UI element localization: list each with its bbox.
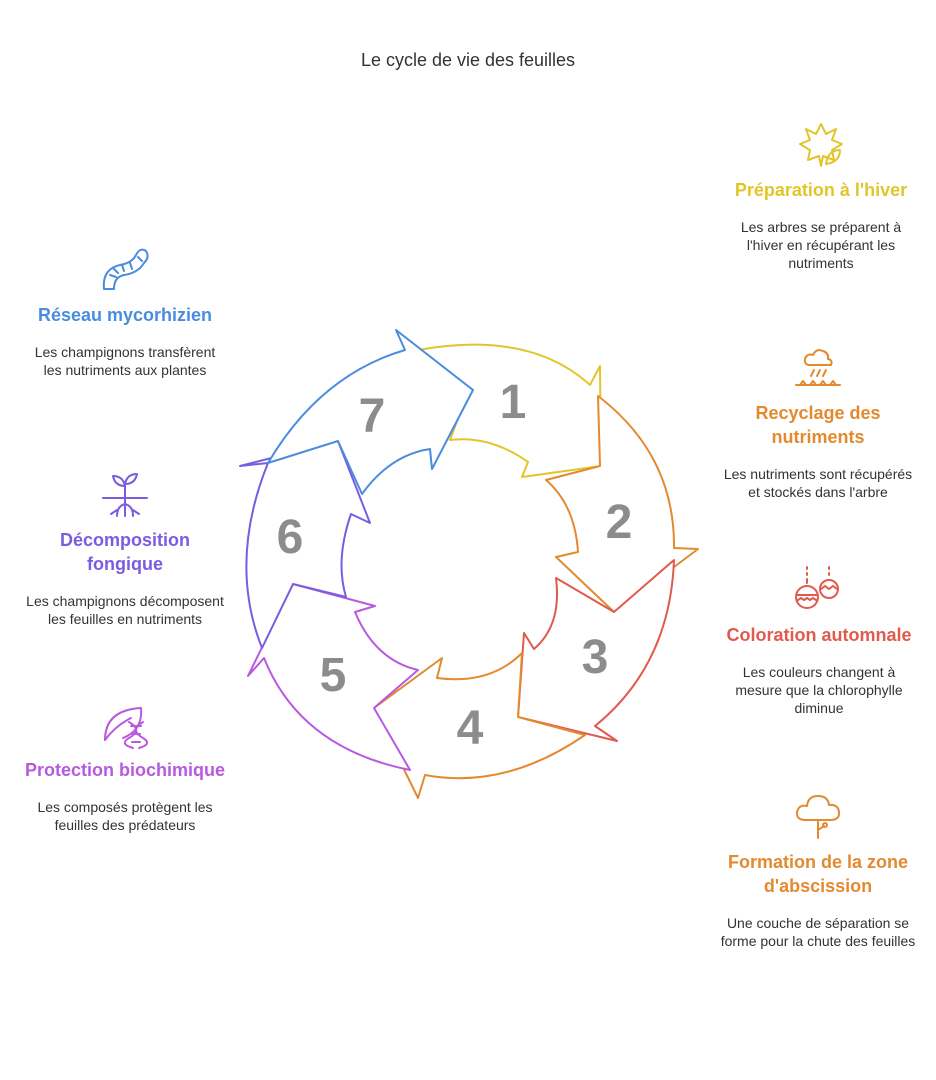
cycle-segment-7 bbox=[267, 329, 474, 495]
step-2-heading: Recyclage des nutriments bbox=[755, 403, 881, 447]
step-7-description: Les champignons transfèrent les nutrimen… bbox=[34, 344, 216, 378]
step-1: Préparation à l'hiver Les arbres se prép… bbox=[721, 120, 921, 272]
tree-icon bbox=[795, 795, 841, 839]
cycle-segment-2 bbox=[545, 395, 699, 613]
step-7-heading: Réseau mycorhizien bbox=[37, 305, 213, 325]
step-5-description: Les composés protègent les feuilles des … bbox=[37, 799, 213, 833]
step-5-heading: Protection biochimique bbox=[25, 760, 226, 780]
step-5: Protection biochimique Les composés prot… bbox=[25, 700, 225, 834]
cycle-segment-5 bbox=[247, 583, 419, 771]
ornaments-icon bbox=[795, 566, 839, 609]
maple-leaf-icon bbox=[799, 123, 843, 167]
step-2-description: Les nutriments sont récupérés et stockés… bbox=[723, 466, 913, 500]
step-number-4: 4 bbox=[457, 702, 484, 755]
step-6-description: Les champignons décomposent les feuilles… bbox=[26, 593, 224, 627]
cloud-rain-ground-icon bbox=[795, 349, 841, 386]
step-1-description: Les arbres se préparent à l'hiver en réc… bbox=[740, 219, 902, 271]
step-3: Coloration automnale Les couleurs change… bbox=[719, 565, 919, 717]
step-4: Formation de la zone d'abscission Une co… bbox=[718, 790, 918, 950]
step-1-heading: Préparation à l'hiver bbox=[734, 180, 908, 200]
step-3-description: Les couleurs changent à mesure que la ch… bbox=[735, 664, 903, 716]
step-6-heading: Décomposition fongique bbox=[59, 530, 190, 574]
step-6: Décomposition fongique Les champignons d… bbox=[25, 470, 225, 628]
step-number-3: 3 bbox=[582, 631, 609, 684]
step-4-description: Une couche de séparation se forme pour l… bbox=[720, 915, 916, 949]
cycle-segment-3 bbox=[517, 559, 675, 742]
cycle-segment-6 bbox=[239, 440, 371, 649]
step-number-6: 6 bbox=[277, 511, 304, 564]
step-3-heading: Coloration automnale bbox=[726, 625, 912, 645]
step-number-1: 1 bbox=[500, 376, 527, 429]
step-number-5: 5 bbox=[320, 649, 347, 702]
sprout-roots-icon bbox=[102, 473, 148, 517]
step-number-7: 7 bbox=[359, 390, 386, 443]
step-number-2: 2 bbox=[606, 496, 633, 549]
cycle-segment-4 bbox=[373, 652, 586, 799]
worm-icon bbox=[102, 248, 149, 290]
leaf-dna-icon bbox=[104, 707, 149, 749]
step-2: Recyclage des nutriments Les nutriments … bbox=[718, 345, 918, 501]
diagram-title: Le cycle de vie des feuilles bbox=[360, 50, 576, 70]
step-7: Réseau mycorhizien Les champignons trans… bbox=[25, 245, 225, 379]
step-4-heading: Formation de la zone d'abscission bbox=[727, 852, 909, 896]
